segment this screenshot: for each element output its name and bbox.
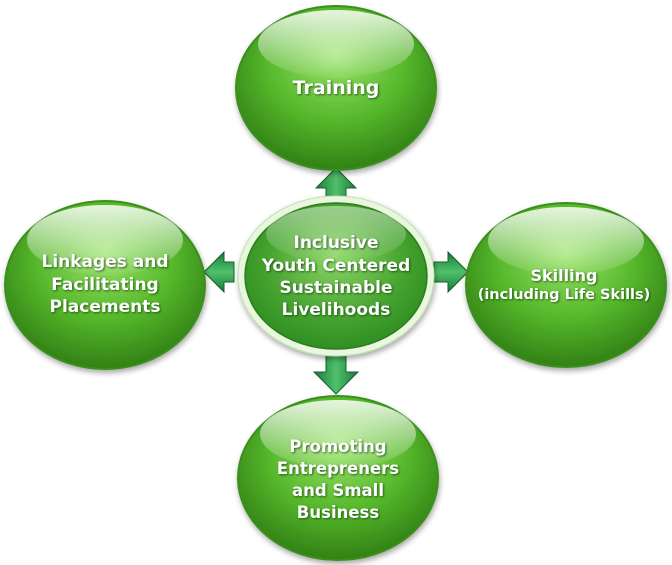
node-skilling-label: Skilling (including Life Skills): [466, 245, 662, 325]
node-linkages-line: Placements: [49, 297, 161, 318]
node-linkages-label: Linkages and Facilitating Placements: [10, 235, 200, 335]
node-linkages-line: Linkages and: [41, 252, 169, 273]
node-center-line: Inclusive: [293, 233, 379, 254]
node-center-bubble: [237, 195, 435, 357]
node-skilling-line: Skilling: [530, 265, 598, 285]
node-training-label: Training: [236, 58, 436, 120]
node-promoting-label: Promoting Entrepreners and Small Busines…: [240, 420, 436, 540]
node-promoting-line: and Small: [292, 481, 384, 500]
node-promoting-line: Business: [296, 502, 380, 522]
node-center-line: Sustainable: [279, 278, 393, 298]
node-training-line: Training: [292, 77, 380, 100]
node-center-line: Youth Centered: [261, 255, 411, 276]
node-linkages-bubble: [4, 200, 206, 370]
node-skilling-subline: (including Life Skills): [477, 286, 651, 303]
node-promoting-line: Entrepreners: [276, 459, 400, 479]
node-promoting-line: Promoting: [289, 437, 387, 457]
node-linkages-line: Facilitating: [51, 274, 159, 295]
arrow-right-icon: [433, 250, 469, 294]
arrow-left-icon: [203, 250, 235, 294]
node-center-label: Inclusive Youth Centered Sustainable Liv…: [236, 218, 436, 336]
node-skilling-bubble: [465, 202, 667, 368]
node-training-bubble: [235, 5, 437, 171]
node-center-line: Livelihoods: [281, 300, 391, 321]
node-promoting-bubble: [237, 395, 439, 561]
arrow-down-icon: [312, 351, 360, 395]
